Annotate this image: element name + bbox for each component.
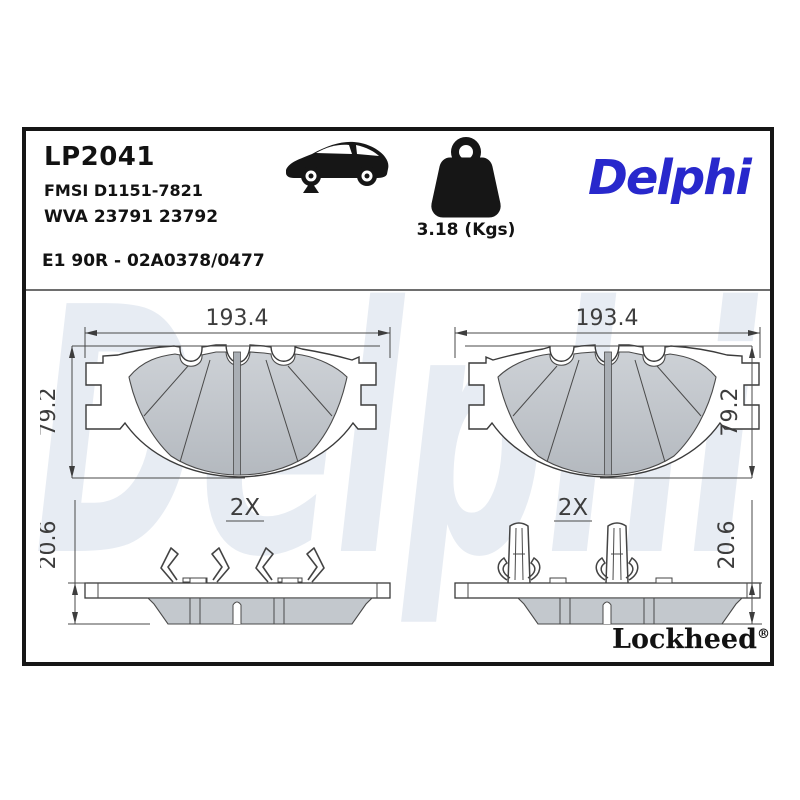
retaining-spring-icon [497, 522, 639, 584]
quantity-label: 2X [558, 495, 589, 521]
pad-backplate-outline [85, 344, 377, 478]
quantity-label: 2X [230, 495, 261, 521]
thickness-dim-label: 20.6 [40, 521, 61, 570]
pad-front-view-left: 193.4 79.2 [40, 306, 391, 479]
height-dim-label: 79.2 [718, 388, 743, 437]
width-dimension: 193.4 [84, 306, 391, 358]
friction-side [146, 597, 374, 625]
backplate-side [84, 577, 391, 599]
height-dimension: 79.2 [465, 345, 755, 479]
pad-side-view-left: 2X 20.6 [40, 495, 391, 625]
ece-approval-number: E1 90R - 02A0378/0477 [42, 251, 265, 271]
brand-logo: Delphi [588, 150, 752, 206]
car-side-icon [286, 141, 389, 193]
licensor-logo: Lockheed® [600, 624, 770, 655]
weight-block: 3.18 (Kgs) [414, 136, 518, 240]
thickness-dimension: 20.6 [665, 500, 762, 625]
height-dim-label: 79.2 [40, 388, 61, 437]
height-dimension: 79.2 [40, 345, 380, 479]
axle-pointer-icon [303, 181, 319, 193]
retaining-spring-icon [160, 547, 325, 583]
licensor-name: Lockheed [611, 624, 757, 655]
pad-side-view-right: 2X 20.6 [454, 495, 762, 625]
width-dim-label: 193.4 [576, 306, 639, 331]
weight-value: 3.18 (Kgs) [416, 220, 516, 240]
fmsi-reference: FMSI D1151-7821 [44, 181, 203, 200]
registered-mark: ® [757, 627, 770, 642]
wva-reference: WVA 23791 23792 [44, 207, 219, 227]
weight-icon [431, 137, 501, 218]
thickness-dim-label: 20.6 [715, 521, 740, 570]
thickness-dimension: 20.6 [40, 500, 150, 625]
center-slot [233, 351, 241, 476]
backplate-side [454, 577, 761, 599]
part-number: LP2041 [44, 142, 155, 172]
pad-backplate-outline [468, 344, 760, 478]
header-divider [26, 289, 770, 291]
width-dimension: 193.4 [454, 306, 761, 358]
center-slot [604, 351, 612, 476]
width-dim-label: 193.4 [206, 306, 269, 331]
friction-side [516, 597, 744, 625]
pad-front-view-right: 193.4 79.2 [454, 306, 761, 479]
